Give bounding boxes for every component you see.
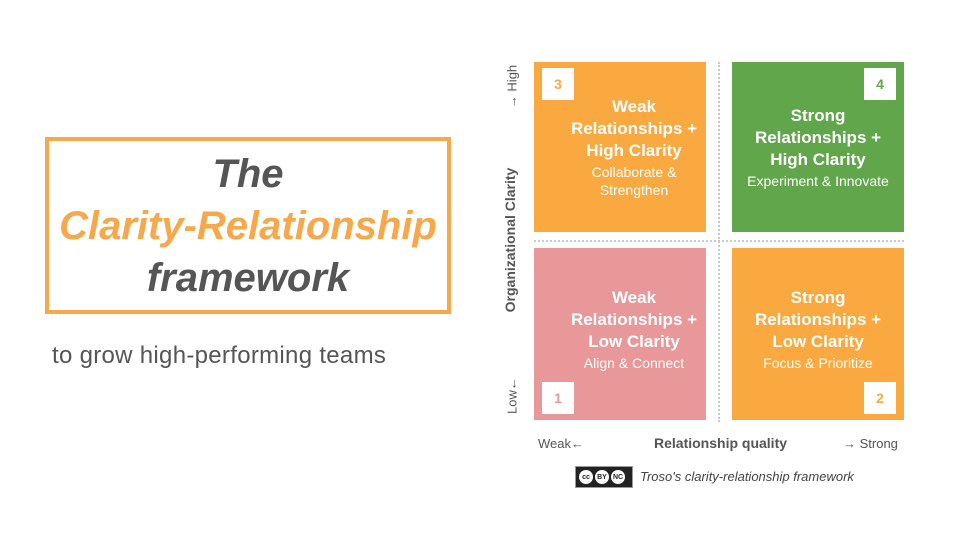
caption: Troso's clarity-relationship framework — [640, 469, 854, 484]
quadrant-subtitle: Align & Connect — [583, 354, 685, 371]
quadrant-1: 1 Weak Relationships + Low Clarity Align… — [534, 248, 706, 420]
quadrant-4: 4 Strong Relationships + High Clarity Ex… — [732, 62, 904, 232]
x-axis-strong-label: → Strong — [843, 436, 898, 451]
x-axis-weak-label: Weak← — [538, 436, 584, 451]
quadrant-number-badge: 1 — [542, 382, 574, 414]
horizontal-divider — [534, 240, 904, 242]
title-line-3: framework — [146, 255, 350, 300]
quadrant-title: Strong Relationships + High Clarity — [754, 105, 882, 169]
quadrant-number-badge: 4 — [864, 68, 896, 100]
y-axis-title: Organizational Clarity — [502, 167, 518, 313]
y-axis-high-label: → High — [504, 64, 520, 109]
quadrant-subtitle: Collaborate & Strengthen — [591, 163, 677, 198]
title-line-1: The — [212, 151, 284, 196]
subtitle: to grow high-performing teams — [52, 342, 387, 369]
quadrant-3: 3 Weak Relationships + High Clarity Coll… — [534, 62, 706, 232]
x-axis-title: Relationship quality — [654, 435, 788, 451]
cc-by-nc-icon: cc BY NC — [575, 466, 633, 488]
title-line-2: Clarity-Relationship — [59, 203, 437, 248]
vertical-divider — [718, 62, 720, 422]
quadrant-number-badge: 3 — [542, 68, 574, 100]
y-axis-low-label: Low← — [504, 377, 520, 414]
title-box: The Clarity-Relationship framework — [45, 137, 451, 314]
nc-circle: NC — [611, 470, 625, 484]
quadrant-number-badge: 2 — [864, 382, 896, 414]
quadrant-title: Strong Relationships + Low Clarity — [754, 287, 882, 351]
quadrant-2: 2 Strong Relationships + Low Clarity Foc… — [732, 248, 904, 420]
quadrant-subtitle: Experiment & Innovate — [747, 172, 889, 189]
by-circle: BY — [595, 470, 609, 484]
quadrant-subtitle: Focus & Prioritize — [763, 354, 873, 371]
quadrant-title: Weak Relationships + Low Clarity — [570, 287, 698, 351]
cc-circle: cc — [579, 470, 593, 484]
quadrant-title: Weak Relationships + High Clarity — [570, 96, 698, 160]
